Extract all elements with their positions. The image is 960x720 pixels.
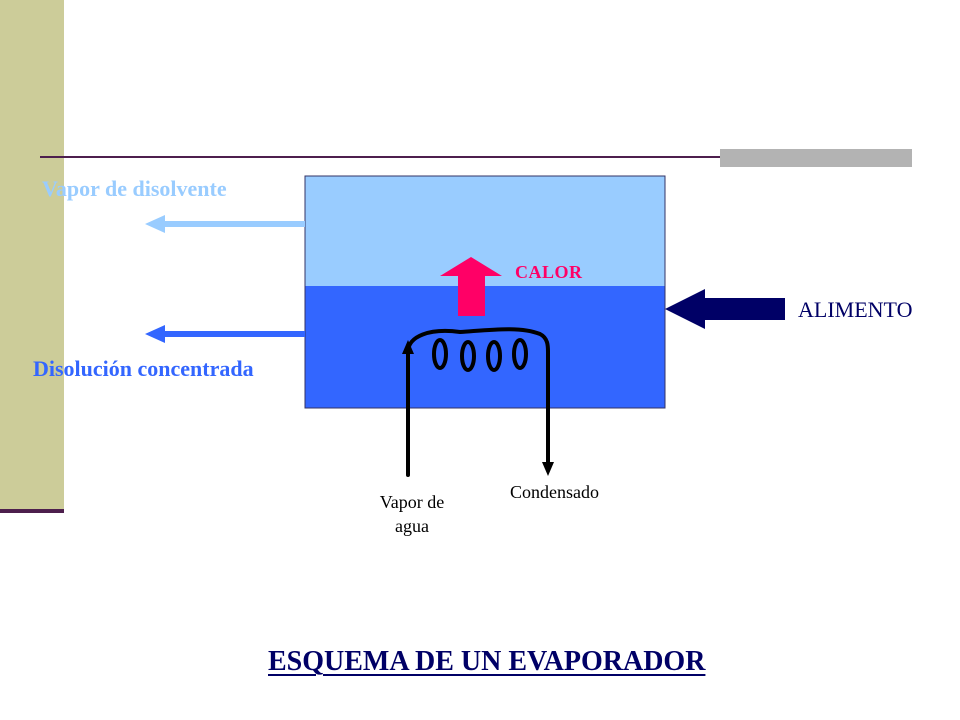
alimento-label: ALIMENTO [798,297,913,322]
vessel-outline [304,175,666,409]
coil-loop-3 [486,340,502,372]
title-rule [40,156,912,158]
heating-coil [402,327,554,477]
vapor-disolvente-label: Vapor de disolvente [42,176,227,201]
feed-arrow [665,289,785,329]
calor-label: CALOR [515,262,583,282]
condensate-arrowhead [542,462,554,476]
vapor-disolvente-arrowhead [145,215,165,233]
disolucion-concentrada-label: Disolución concentrada [33,356,254,381]
coil-loop-2 [460,340,476,372]
disolucion-arrowhead [145,325,165,343]
sidebar-decoration [0,0,64,512]
evaporator-vessel [304,175,666,409]
coil-loop-1 [432,338,448,370]
vapor-agua-label: Vapor de agua [379,492,445,536]
title-rule-accent [720,149,912,167]
heat-arrow [440,257,502,316]
coil-loop-4 [512,338,528,370]
condensado-label: Condensado [510,482,599,502]
coil-path [406,327,550,354]
sidebar-bottom-line [0,509,64,513]
diagram-title: ESQUEMA DE UN EVAPORADOR [268,646,706,677]
